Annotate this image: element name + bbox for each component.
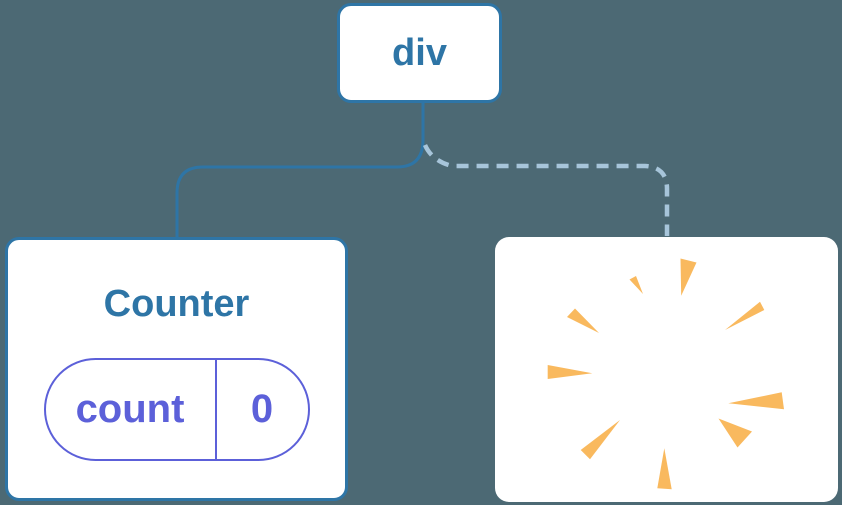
poof-ray	[629, 276, 643, 294]
dashed-edge-to-removed	[422, 144, 670, 236]
state-pill-name: count	[46, 360, 217, 459]
poof-ray	[718, 418, 752, 448]
poof-ray	[728, 392, 784, 410]
state-pill: count 0	[43, 358, 310, 461]
poof-ray	[580, 420, 620, 460]
tree-node-counter: Counter count 0	[5, 237, 348, 501]
poof-ray	[725, 301, 765, 330]
solid-edge-to-counter	[175, 101, 425, 239]
state-pill-value: 0	[250, 387, 274, 431]
poof-ray	[680, 258, 697, 296]
poof-ray	[567, 308, 599, 333]
poof-ray	[657, 448, 672, 490]
poof-ray	[547, 365, 593, 379]
div-node-label: div	[392, 32, 447, 74]
tree-node-div: div	[337, 3, 502, 103]
counter-node-title: Counter	[103, 283, 250, 325]
poof-explosion-icon	[547, 258, 784, 490]
tree-node-removed	[495, 237, 838, 502]
